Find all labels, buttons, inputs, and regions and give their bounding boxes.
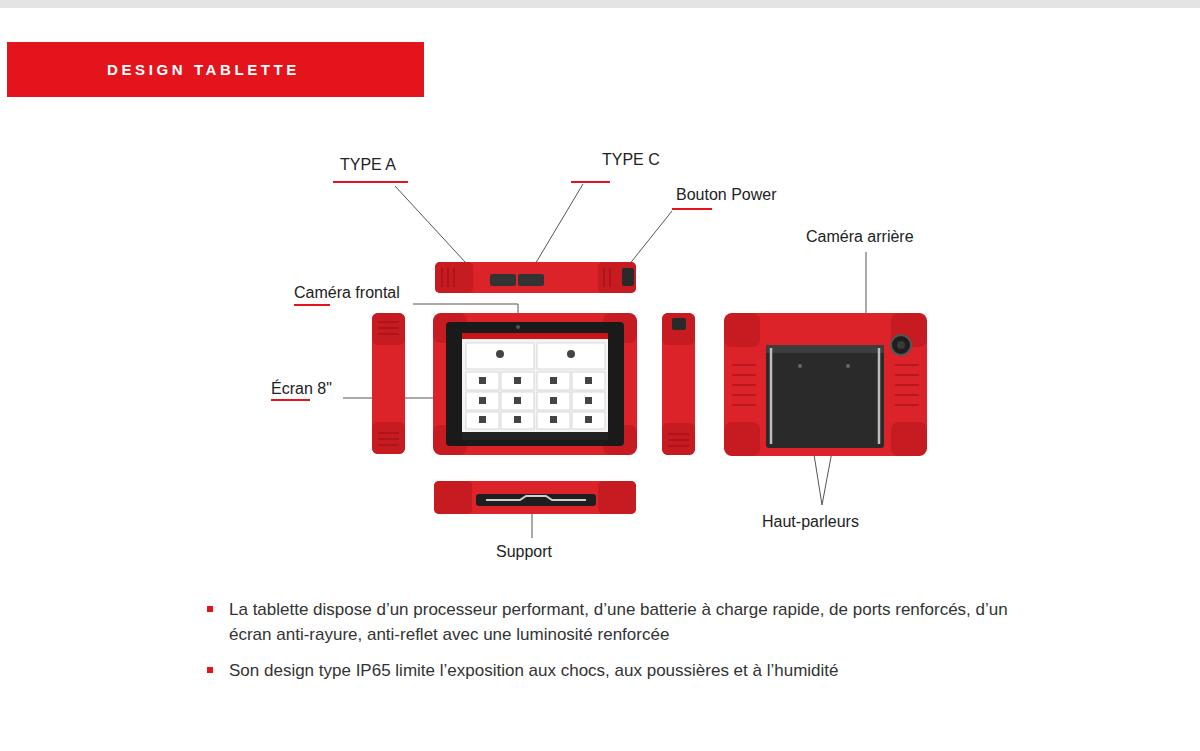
bullet-note: La tablette dispose d’un processeur perf… (229, 597, 1029, 647)
part-label: Écran 8" (271, 379, 332, 399)
title-banner: DESIGN TABLETTE (7, 42, 424, 97)
part-label: Haut-parleurs (762, 512, 859, 532)
part-label: TYPE C (602, 150, 660, 170)
part-label: Caméra arrière (806, 227, 914, 247)
top-band (0, 0, 1200, 8)
bullet-note: Son design type IP65 limite l’exposition… (229, 658, 1029, 683)
part-label: Support (496, 542, 552, 562)
part-label: Bouton Power (676, 185, 777, 205)
part-label: TYPE A (340, 155, 396, 175)
part-label: Caméra frontal (294, 283, 400, 303)
